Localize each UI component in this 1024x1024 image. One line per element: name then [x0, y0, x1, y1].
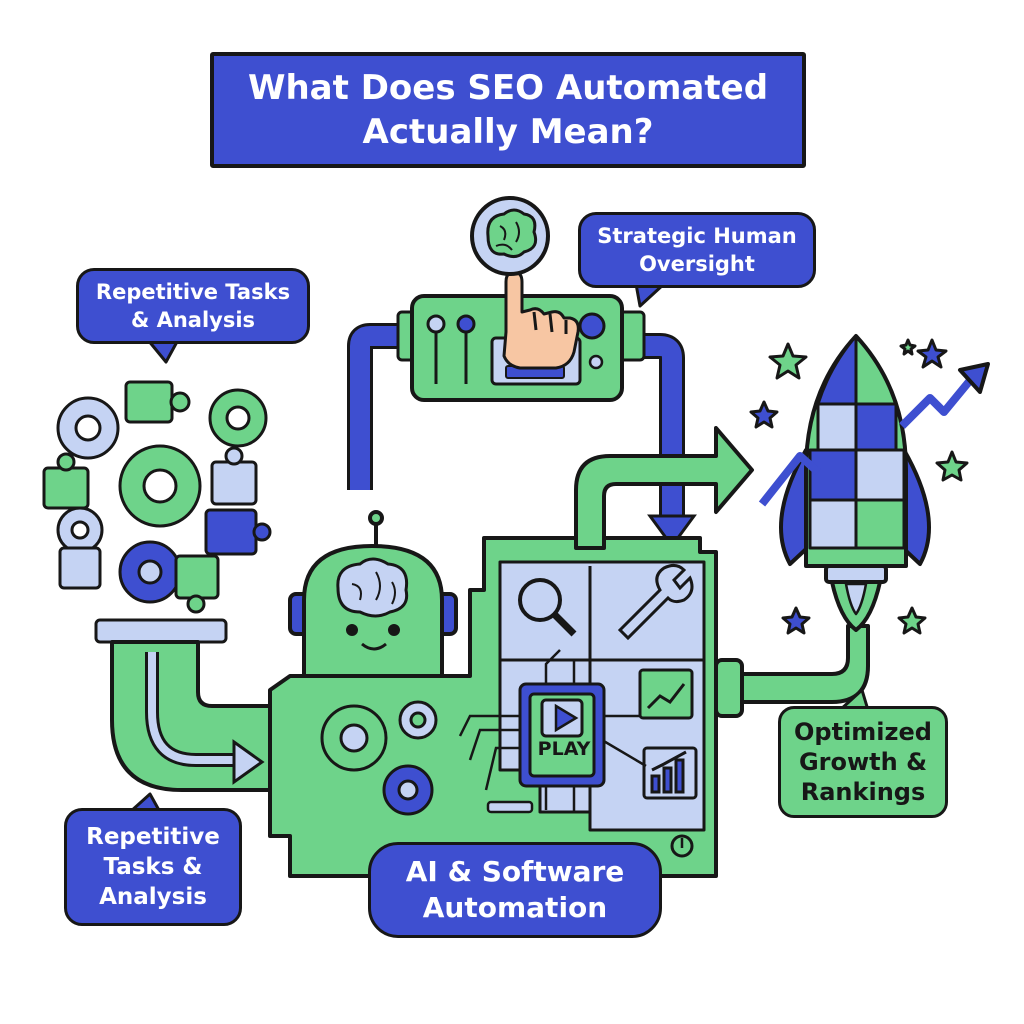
- label-line: & Analysis: [130, 308, 256, 332]
- star-icon: [768, 342, 808, 380]
- robot-head: [288, 510, 458, 678]
- title-line-2: Actually Mean?: [362, 112, 654, 152]
- label-strategic-human-oversight: Strategic Human Oversight: [578, 212, 816, 288]
- bar-chart-icon: [642, 746, 698, 800]
- oversight-pipe-left: [347, 323, 412, 490]
- wrench-icon: [617, 563, 694, 641]
- brain-thought-icon: [470, 196, 550, 276]
- label-line: AI & Software: [405, 855, 625, 888]
- label-line: Repetitive Tasks: [95, 280, 291, 304]
- pointing-hand-icon: [502, 270, 580, 370]
- gear-icon: [56, 396, 120, 460]
- label-line: Optimized: [794, 718, 932, 746]
- gear-icon: [398, 700, 438, 740]
- puzzle-piece-icon: [210, 446, 258, 506]
- label-optimized-growth: Optimized Growth & Rankings: [778, 706, 948, 818]
- label-repetitive-tasks-bottom: Repetitive Tasks & Analysis: [64, 808, 242, 926]
- machine-gears: [320, 700, 438, 816]
- gear-icon: [208, 388, 268, 448]
- star-icon: [749, 400, 779, 429]
- output-pipe-right: [740, 624, 870, 704]
- rocket-icon: [779, 334, 931, 632]
- label-line: Growth &: [798, 748, 928, 776]
- puzzle-piece-icon: [58, 546, 102, 590]
- title-line-1: What Does SEO Automated: [247, 68, 769, 108]
- label-line: Strategic Human: [597, 224, 797, 248]
- gear-icon: [320, 704, 388, 772]
- search-icon: [518, 578, 577, 637]
- label-line: Repetitive: [86, 824, 220, 850]
- label-line: Oversight: [639, 252, 755, 276]
- star-icon: [781, 606, 811, 635]
- line-chart-icon: [638, 668, 694, 720]
- play-chip: [518, 682, 606, 788]
- input-pipe: [94, 618, 284, 792]
- output-arrow-top: [574, 426, 754, 550]
- star-icon: [916, 338, 948, 369]
- play-label: PLAY: [537, 738, 591, 760]
- star-icons: [749, 338, 969, 635]
- puzzle-piece-icon: [174, 554, 220, 614]
- gear-icon: [118, 444, 202, 528]
- panel-slider: [426, 314, 476, 384]
- puzzle-piece-icon: [124, 380, 191, 424]
- gears-puzzle-cluster: [42, 380, 272, 614]
- gear-icon: [56, 506, 104, 554]
- circuit-lines: [458, 649, 647, 812]
- puzzle-piece-icon: [204, 508, 272, 556]
- page-title: What Does SEO Automated Actually Mean?: [210, 52, 806, 168]
- star-icon: [899, 338, 917, 356]
- play-icon: [554, 703, 579, 733]
- star-icon: [935, 450, 969, 482]
- oversight-pipe-right: [628, 333, 697, 549]
- gear-icon: [382, 764, 434, 816]
- star-icon: [897, 606, 927, 635]
- growth-arrow-icon: [758, 362, 990, 507]
- label-line: Analysis: [99, 884, 207, 910]
- label-ai-software-automation: AI & Software Automation: [368, 842, 662, 938]
- label-line: Automation: [422, 891, 608, 924]
- label-line: Tasks &: [103, 854, 203, 880]
- puzzle-piece-icon: [42, 452, 90, 510]
- gear-icon: [118, 540, 182, 604]
- label-repetitive-tasks-top: Repetitive Tasks & Analysis: [76, 268, 310, 344]
- label-line: Rankings: [800, 778, 926, 806]
